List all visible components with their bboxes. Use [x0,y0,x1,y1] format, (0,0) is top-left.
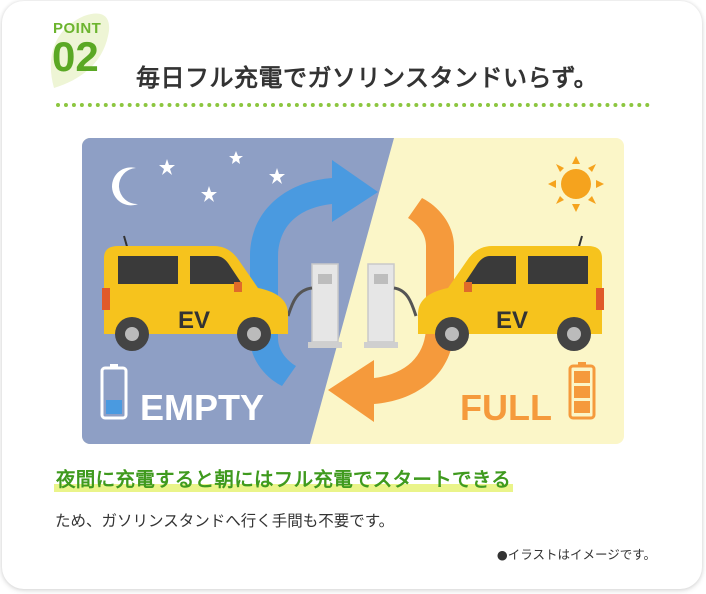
car-label: EV [178,307,210,334]
illustration-note: ●イラストはイメージです。 [496,547,656,562]
battery-icon [568,362,596,420]
star-icon [159,159,175,175]
illustration-canvas: EV EV EMPTY [82,138,624,444]
charging-illustration: EV EV EMPTY [82,138,624,444]
star-icons [159,151,285,202]
full-label: FULL [460,387,552,428]
point-number: 02 [52,33,99,80]
point-label: POINT [53,20,102,37]
leaf-badge-icon [50,13,110,89]
moon-icon [112,167,138,206]
subheadline-wrap: 夜間に充電すると朝にはフル充電でスタートできる [54,463,652,492]
star-icon [201,186,217,202]
empty-label: EMPTY [140,387,264,428]
battery-level-empty [106,400,122,414]
ev-car-icon [418,235,604,351]
car-label: EV [496,307,528,334]
charger-icon [286,263,342,348]
ev-car-icon: EV [102,235,288,351]
page-title: 毎日フル充電でガソリンスタンドいらず。 [136,64,599,92]
sun-icon [548,156,604,212]
battery-icon [100,364,128,420]
star-icon [269,168,285,184]
star-icon [229,151,243,164]
charger-icon [364,263,418,348]
body-text: ため、ガソリンスタンドへ行く手間も不要です。 [55,512,395,530]
subheadline: 夜間に充電すると朝にはフル充電でスタートできる [54,463,514,492]
battery-level-full [574,371,590,413]
cycle-arrow-icon [250,160,454,422]
dotted-divider [56,103,650,107]
